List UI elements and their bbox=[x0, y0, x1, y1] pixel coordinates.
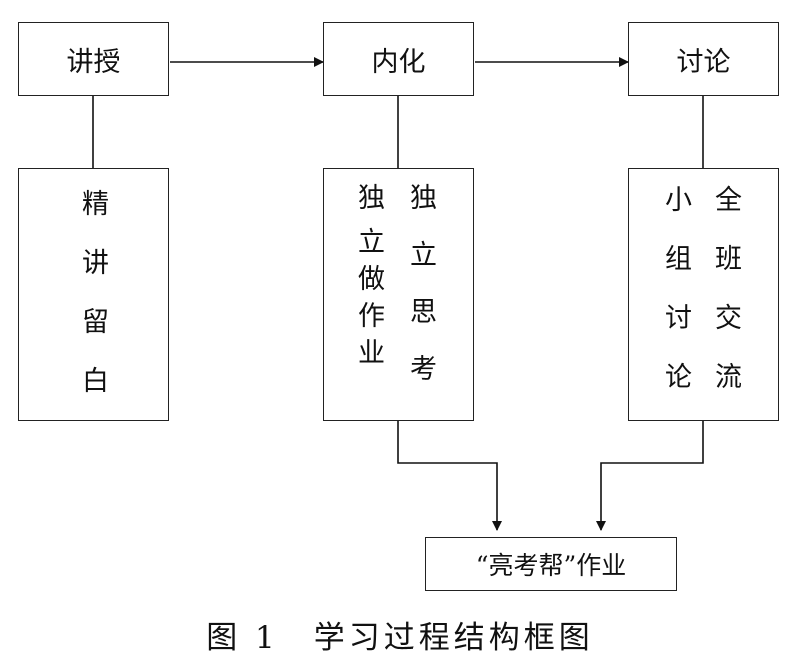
node-lecture-label: 讲授 bbox=[66, 46, 121, 78]
node-discuss: 讨论 bbox=[628, 22, 779, 96]
sub-node-internalize: 独 立 做 作 业 独 立 思 考 bbox=[323, 168, 474, 421]
node-lecture: 讲授 bbox=[18, 22, 169, 96]
sub-char: 考 bbox=[410, 354, 437, 385]
sub-node-lecture-column: 精 讲 留 白 bbox=[82, 191, 109, 395]
sub-char: 思 bbox=[410, 297, 437, 328]
arrow-discuss-to-result bbox=[596, 420, 704, 531]
sub-char: 立 bbox=[358, 227, 385, 258]
sub-char: 做 bbox=[358, 264, 385, 295]
sub-char: 交 bbox=[715, 303, 742, 334]
sub-node-internalize-column-1: 独 立 做 作 业 bbox=[358, 185, 385, 367]
figure-caption: 图 1 学习过程结构框图 bbox=[206, 620, 594, 656]
sub-node-lecture: 精 讲 留 白 bbox=[18, 168, 169, 421]
sub-char: 独 bbox=[410, 183, 437, 214]
sub-char: 精 bbox=[82, 189, 109, 220]
node-discuss-label: 讨论 bbox=[676, 46, 731, 78]
sub-node-internalize-column-2: 独 立 思 考 bbox=[410, 185, 437, 383]
arrow-internalize-to-result bbox=[397, 420, 502, 531]
node-internalize: 内化 bbox=[323, 22, 474, 96]
sub-char: 流 bbox=[715, 362, 742, 393]
sub-char: 业 bbox=[358, 338, 385, 369]
sub-char: 班 bbox=[715, 244, 742, 275]
sub-char: 立 bbox=[410, 240, 437, 271]
sub-char: 小 bbox=[665, 185, 692, 216]
sub-char: 组 bbox=[665, 244, 692, 275]
sub-char: 白 bbox=[82, 366, 109, 397]
sub-char: 讲 bbox=[82, 248, 109, 279]
sub-char: 独 bbox=[358, 183, 385, 214]
sub-char: 留 bbox=[82, 307, 109, 338]
sub-node-discuss-column-1: 小 组 讨 论 bbox=[665, 187, 692, 391]
sub-char: 作 bbox=[358, 301, 385, 332]
sub-node-discuss-column-2: 全 班 交 流 bbox=[715, 187, 742, 391]
node-result-label: “亮考帮”作业 bbox=[475, 551, 627, 580]
sub-node-discuss: 小 组 讨 论 全 班 交 流 bbox=[628, 168, 779, 421]
node-result: “亮考帮”作业 bbox=[425, 537, 677, 591]
sub-char: 论 bbox=[665, 362, 692, 393]
node-internalize-label: 内化 bbox=[371, 46, 426, 78]
sub-char: 全 bbox=[715, 185, 742, 216]
sub-char: 讨 bbox=[665, 303, 692, 334]
